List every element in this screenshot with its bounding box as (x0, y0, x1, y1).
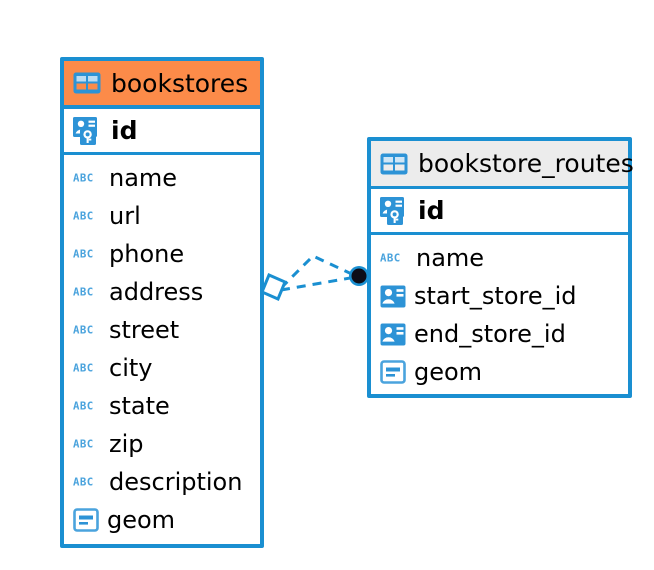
field-row-state[interactable]: ABC state (64, 387, 260, 425)
text-abc-icon: ABC (73, 285, 101, 299)
field-label: geom (107, 506, 176, 534)
text-abc-icon: ABC (73, 399, 101, 413)
svg-text:ABC: ABC (73, 438, 94, 451)
text-abc-icon: ABC (73, 361, 101, 375)
entity-name-label: bookstore_routes (418, 149, 634, 178)
text-abc-icon: ABC (73, 247, 101, 261)
field-label: end_store_id (414, 320, 566, 348)
text-abc-icon: ABC (73, 323, 101, 337)
field-row-zip[interactable]: ABC zip (64, 425, 260, 463)
field-label: street (109, 316, 180, 344)
text-abc-icon: ABC (73, 209, 101, 223)
primary-key-label: id (111, 116, 138, 145)
foreign-key-icon (380, 323, 406, 346)
svg-text:ABC: ABC (73, 172, 94, 185)
entity-header-bookstore-routes[interactable]: bookstore_routes (371, 141, 634, 189)
svg-text:ABC: ABC (73, 210, 94, 223)
field-row-geom[interactable]: geom (64, 501, 260, 539)
entity-table-bookstores[interactable]: bookstores id (60, 57, 264, 548)
table-icon (73, 72, 101, 94)
svg-text:ABC: ABC (73, 286, 94, 299)
field-row-name[interactable]: ABC name (371, 239, 628, 277)
field-label: state (109, 392, 170, 420)
field-row-address[interactable]: ABC address (64, 273, 260, 311)
relationship-line-lower (280, 275, 357, 292)
primary-key-row-bookstores[interactable]: id (64, 109, 260, 155)
svg-text:ABC: ABC (73, 400, 94, 413)
field-list-bookstore-routes: ABC name start_store_id (371, 235, 628, 391)
field-row-city[interactable]: ABC city (64, 349, 260, 387)
text-abc-icon: ABC (73, 437, 101, 451)
text-abc-icon: ABC (73, 171, 101, 185)
entity-name-label: bookstores (111, 68, 249, 98)
svg-text:ABC: ABC (380, 252, 401, 265)
table-icon (380, 153, 408, 175)
entity-header-bookstores[interactable]: bookstores (64, 61, 260, 109)
relationship-line-upper (279, 254, 357, 290)
field-row-phone[interactable]: ABC phone (64, 235, 260, 273)
primary-key-icon (380, 196, 410, 225)
field-label: name (109, 164, 178, 192)
field-label: zip (109, 430, 144, 458)
primary-key-icon (73, 116, 103, 145)
field-row-street[interactable]: ABC street (64, 311, 260, 349)
field-label: phone (109, 240, 185, 268)
field-label: geom (414, 358, 483, 386)
primary-key-row-bookstore-routes[interactable]: id (371, 189, 628, 235)
field-row-start-store-id[interactable]: start_store_id (371, 277, 628, 315)
geometry-icon (73, 508, 99, 532)
field-label: description (109, 468, 243, 496)
filled-circle-marker (349, 266, 369, 286)
field-row-url[interactable]: ABC url (64, 197, 260, 235)
svg-text:ABC: ABC (73, 362, 94, 375)
foreign-key-icon (380, 285, 406, 308)
field-row-geom[interactable]: geom (371, 353, 628, 391)
field-label: start_store_id (414, 282, 577, 310)
field-list-bookstores: ABC name ABC url ABC p (64, 155, 260, 539)
primary-key-label: id (418, 196, 445, 225)
field-row-name[interactable]: ABC name (64, 159, 260, 197)
field-row-end-store-id[interactable]: end_store_id (371, 315, 628, 353)
field-label: name (416, 244, 485, 272)
text-abc-icon: ABC (380, 251, 408, 265)
svg-text:ABC: ABC (73, 248, 94, 261)
field-row-description[interactable]: ABC description (64, 463, 260, 501)
entity-table-bookstore-routes[interactable]: bookstore_routes id (367, 137, 634, 398)
field-label: url (109, 202, 141, 230)
svg-text:ABC: ABC (73, 476, 94, 489)
field-label: city (109, 354, 153, 382)
field-label: address (109, 278, 204, 306)
diamond-marker (260, 273, 287, 301)
svg-text:ABC: ABC (73, 324, 94, 337)
text-abc-icon: ABC (73, 475, 101, 489)
geometry-icon (380, 360, 406, 384)
